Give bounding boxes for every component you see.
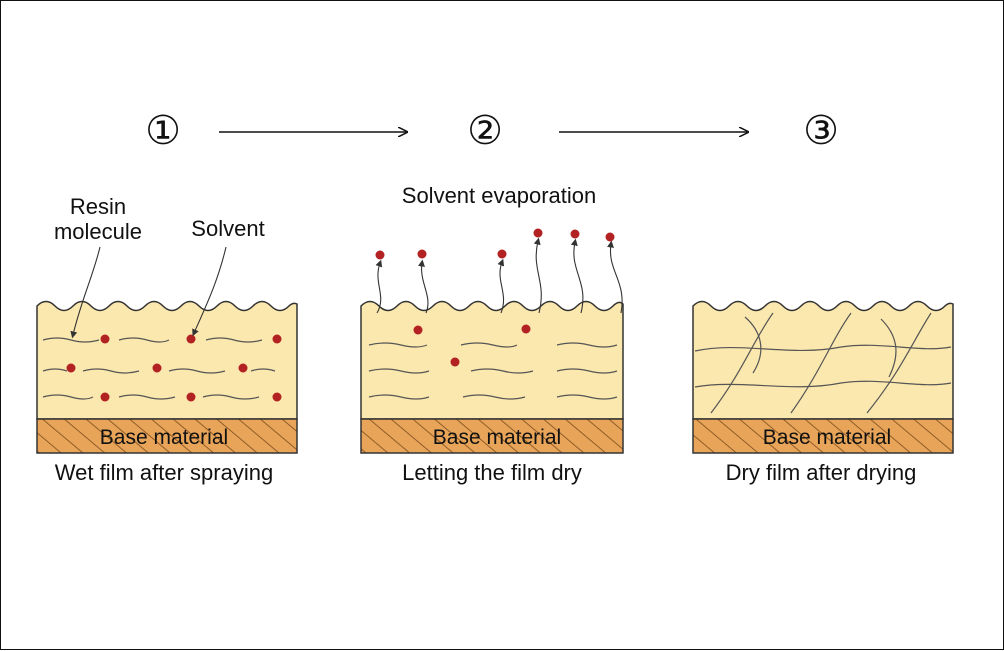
step-number-1: ① (145, 109, 181, 153)
solvent-dots-remaining (413, 324, 531, 367)
base-material-label-2: Base material (433, 426, 561, 449)
base-material-2 (360, 418, 624, 454)
crosslinked-resin-network (694, 312, 952, 414)
drying-film-layer (360, 300, 624, 420)
solvent-label: Solvent (191, 216, 264, 241)
caption-drying-film: Letting the film dry (402, 460, 582, 485)
caption-dry-film: Dry film after drying (726, 460, 917, 485)
evaporation-trails (375, 237, 623, 314)
wet-film-layer (36, 300, 298, 420)
panel-dry-film: Base material Dry film after drying (692, 300, 954, 485)
solvent-leader-line (192, 246, 227, 337)
resin-molecules-2 (368, 342, 618, 400)
base-material-3 (692, 418, 954, 454)
caption-wet-film: Wet film after spraying (55, 460, 273, 485)
base-material-1 (36, 418, 298, 454)
resin-leader-line (70, 246, 101, 339)
solvent-dots (66, 334, 282, 402)
base-material-label-1: Base material (100, 426, 228, 449)
step-number-2: ② (467, 109, 503, 153)
step-number-3: ③ (803, 109, 839, 153)
resin-label-line1: Resin (70, 194, 126, 219)
resin-label-line2: molecule (54, 219, 142, 244)
resin-molecules (42, 337, 276, 400)
evaporating-solvent-dots (375, 228, 615, 260)
panel-wet-film: Base material Wet film after spraying (36, 246, 298, 485)
base-material-label-3: Base material (763, 426, 891, 449)
evaporation-label: Solvent evaporation (402, 183, 596, 208)
panel-drying-film: Base material Letting the film dry (360, 228, 624, 485)
